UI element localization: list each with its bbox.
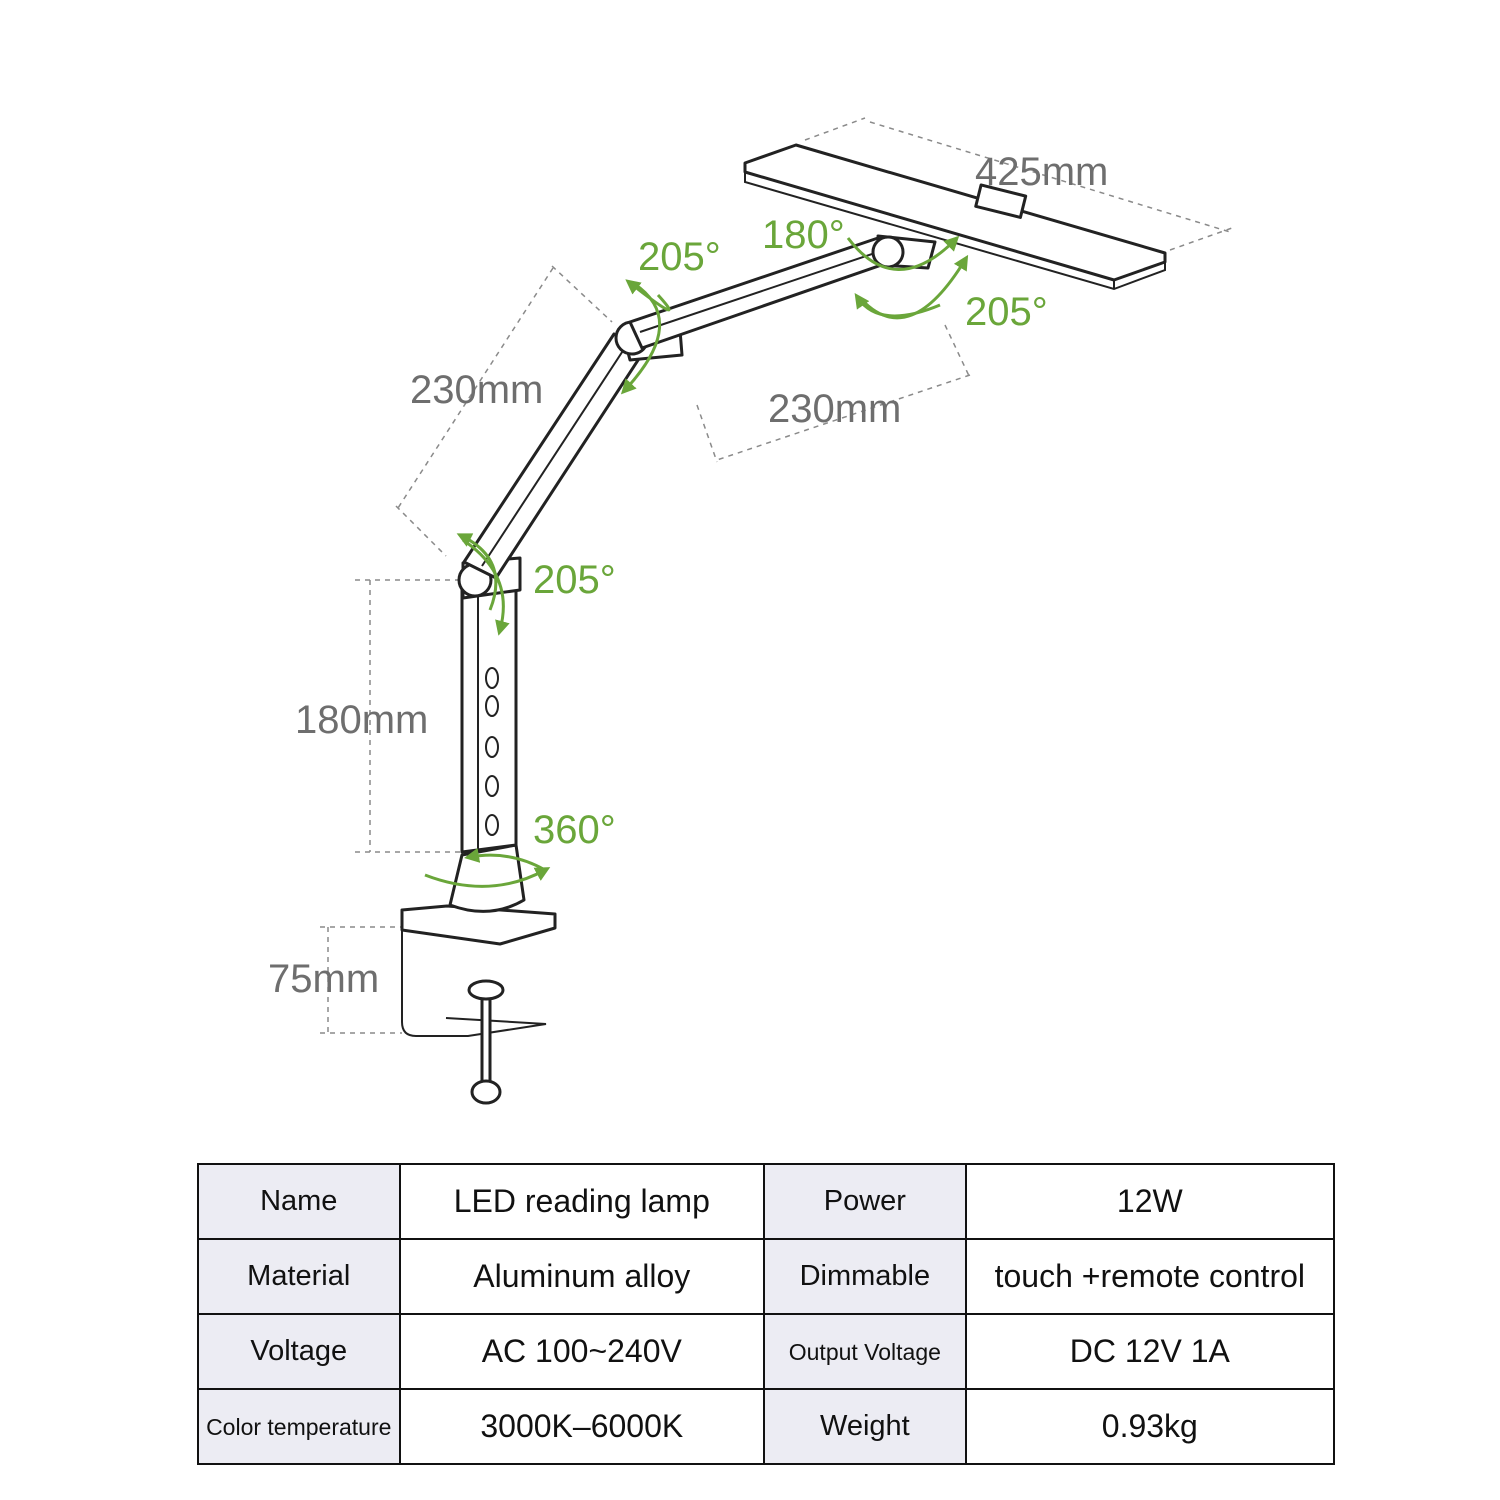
spec-value: 3000K–6000K bbox=[398, 1388, 766, 1465]
spec-value: 0.93kg bbox=[964, 1388, 1336, 1465]
table-row: Voltage AC 100~240V Output Voltage DC 12… bbox=[197, 1313, 1336, 1390]
angle-head-tilt: 180° bbox=[762, 213, 845, 257]
spec-value: LED reading lamp bbox=[398, 1163, 766, 1240]
pole-buttons bbox=[485, 667, 499, 836]
spec-value: AC 100~240V bbox=[398, 1313, 766, 1390]
dim-clamp-height: 75mm bbox=[268, 957, 379, 1001]
dim-head-length: 425mm bbox=[975, 150, 1108, 194]
lamp-diagram: 425mm 230mm 230mm 180mm 75mm 180° 205° 2… bbox=[268, 117, 1233, 1105]
dim-pole-height: 180mm bbox=[295, 698, 428, 742]
angle-shoulder: 205° bbox=[533, 558, 616, 602]
spec-table: Name LED reading lamp Power 12W Material… bbox=[197, 1163, 1336, 1465]
lamp-body bbox=[400, 143, 1167, 1105]
head-joint bbox=[871, 235, 905, 269]
angle-elbow: 205° bbox=[638, 235, 721, 279]
dimension-lines bbox=[320, 117, 1233, 1034]
spec-value: touch +remote control bbox=[964, 1238, 1336, 1315]
spec-value: DC 12V 1A bbox=[964, 1313, 1336, 1390]
rotation-arrows bbox=[424, 235, 969, 888]
dim-upper-arm: 230mm bbox=[410, 368, 543, 412]
spec-label: Material bbox=[197, 1238, 401, 1315]
table-row: Name LED reading lamp Power 12W bbox=[197, 1163, 1336, 1240]
pole bbox=[460, 581, 518, 854]
clamp-screw bbox=[480, 993, 492, 1089]
spec-value: Aluminum alloy bbox=[398, 1238, 766, 1315]
spec-value: 12W bbox=[964, 1163, 1336, 1240]
table-row: Color temperature 3000K–6000K Weight 0.9… bbox=[197, 1388, 1336, 1465]
spec-label: Power bbox=[763, 1163, 967, 1240]
spec-label: Dimmable bbox=[763, 1238, 967, 1315]
spec-label: Color temperature bbox=[197, 1388, 401, 1465]
angle-base-rotation: 360° bbox=[533, 808, 616, 852]
spec-label: Output Voltage bbox=[763, 1313, 967, 1390]
spec-label: Name bbox=[197, 1163, 401, 1240]
head-connector bbox=[974, 183, 1028, 219]
spec-label: Weight bbox=[763, 1388, 967, 1465]
table-row: Material Aluminum alloy Dimmable touch +… bbox=[197, 1238, 1336, 1315]
angle-head-joint: 205° bbox=[965, 290, 1048, 334]
dim-lower-arm: 230mm bbox=[768, 387, 901, 431]
spec-label: Voltage bbox=[197, 1313, 401, 1390]
